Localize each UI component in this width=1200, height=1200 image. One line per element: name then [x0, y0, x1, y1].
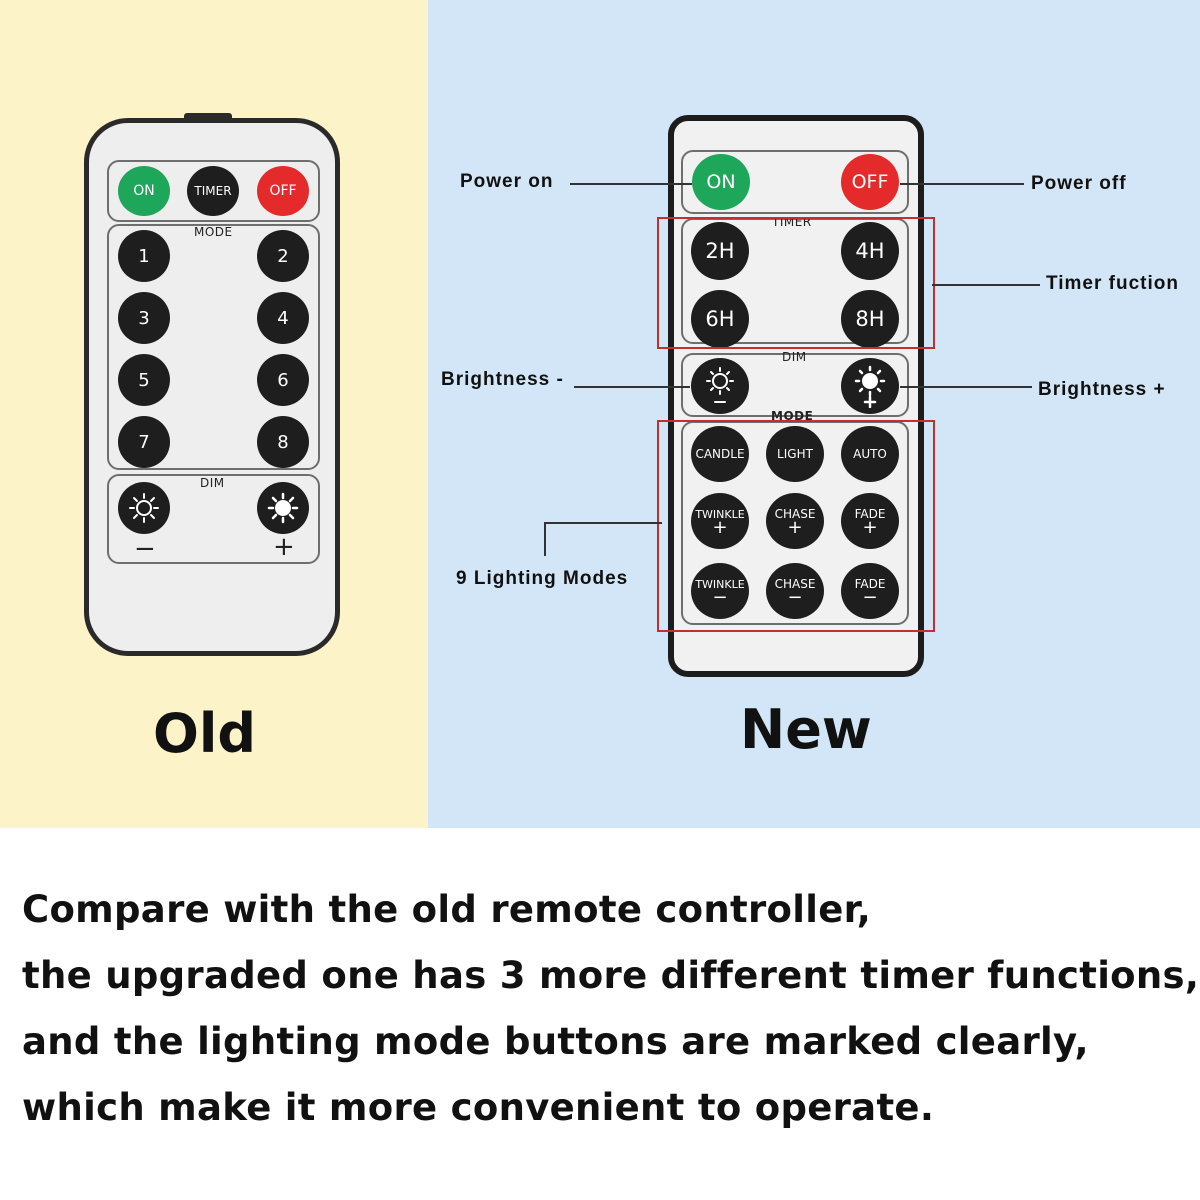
old-dim-plus-symbol: + — [273, 532, 295, 562]
mode-fade-plus-button[interactable]: FADE+ — [841, 493, 899, 549]
mode-chase-plus-button[interactable]: CHASE+ — [766, 493, 824, 549]
mode-button-text: TWINKLE — [695, 507, 745, 521]
mode-button-sub: + — [712, 516, 728, 538]
mode-chase-minus-button[interactable]: CHASE− — [766, 563, 824, 619]
mode-candle-button[interactable]: CANDLE — [691, 426, 749, 482]
old-mode-label: MODE — [194, 225, 233, 239]
mode-button-text: FADE — [854, 577, 886, 591]
new-mode-section — [681, 421, 909, 625]
sun-filled-icon — [854, 365, 886, 408]
callout-brightness-plus: Brightness + — [1038, 379, 1166, 400]
mode-button-sub: + — [862, 517, 878, 538]
new-on-button[interactable]: ON — [692, 154, 750, 210]
new-mode-label: MODE — [771, 409, 814, 423]
new-dim-plus-button[interactable] — [841, 358, 899, 414]
mode-light-button[interactable]: LIGHT — [766, 426, 824, 482]
old-mode-button-4[interactable]: 4 — [257, 292, 309, 344]
mode-button-text: TWINKLE — [695, 577, 745, 591]
new-power-section — [681, 150, 909, 214]
callout-power-off: Power off — [1031, 173, 1127, 194]
callout-timer-function: Timer fuction — [1046, 273, 1179, 294]
description-line-3: and the lighting mode buttons are marked… — [22, 1020, 1089, 1063]
callout-brightness-minus: Brightness - — [441, 369, 564, 390]
description-line-1: Compare with the old remote controller, — [22, 888, 872, 931]
mode-fade-minus-button[interactable]: FADE− — [841, 563, 899, 619]
modes-highlight-box — [657, 420, 935, 632]
old-dim-minus-button[interactable] — [118, 482, 170, 534]
sun-filled-icon — [267, 492, 299, 524]
timer-4h-button[interactable]: 4H — [841, 222, 899, 280]
old-power-section — [107, 160, 320, 222]
mode-button-sub: − — [712, 586, 728, 608]
old-mode-button-2[interactable]: 2 — [257, 230, 309, 282]
mode-button-text: FADE — [854, 507, 886, 521]
callout-lighting-modes: 9 Lighting Modes — [456, 568, 629, 589]
mode-button-text: CANDLE — [695, 447, 745, 461]
sun-outline-icon — [706, 367, 734, 403]
old-mode-button-5[interactable]: 5 — [118, 354, 170, 406]
old-dim-plus-button[interactable] — [257, 482, 309, 534]
callout-line-power-on — [570, 183, 692, 185]
callout-power-on: Power on — [460, 171, 554, 192]
remote-top-tab — [184, 113, 232, 121]
old-dim-label: DIM — [200, 476, 225, 490]
old-mode-button-3[interactable]: 3 — [118, 292, 170, 344]
mode-twinkle-plus-button[interactable]: TWINKLE+ — [691, 493, 749, 549]
new-timer-section — [681, 218, 909, 344]
mode-button-sub: − — [862, 587, 878, 608]
old-mode-button-6[interactable]: 6 — [257, 354, 309, 406]
sun-outline-icon — [129, 493, 159, 523]
old-off-button[interactable]: OFF — [257, 166, 309, 216]
old-on-button[interactable]: ON — [118, 166, 170, 216]
callout-line-brightness-plus — [900, 386, 1032, 388]
new-dim-label: DIM — [782, 350, 807, 364]
mode-button-text: CHASE — [774, 507, 816, 521]
old-dim-section — [107, 474, 320, 564]
old-mode-button-8[interactable]: 8 — [257, 416, 309, 468]
old-mode-button-1[interactable]: 1 — [118, 230, 170, 282]
timer-8h-button[interactable]: 8H — [841, 290, 899, 348]
old-dim-minus-symbol: − — [134, 534, 156, 564]
callout-line-modes — [544, 522, 662, 524]
callout-line-power-off — [900, 183, 1024, 185]
mode-auto-button[interactable]: AUTO — [841, 426, 899, 482]
old-mode-section — [107, 224, 320, 470]
mode-button-sub: + — [787, 517, 803, 538]
mode-button-text: CHASE — [774, 577, 816, 591]
old-mode-button-7[interactable]: 7 — [118, 416, 170, 468]
mode-twinkle-minus-button[interactable]: TWINKLE− — [691, 563, 749, 619]
description-line-4: which make it more convenient to operate… — [22, 1086, 935, 1129]
callout-line-brightness-minus — [574, 386, 690, 388]
timer-2h-button[interactable]: 2H — [691, 222, 749, 280]
new-off-button[interactable]: OFF — [841, 154, 899, 210]
new-dim-minus-button[interactable] — [691, 358, 749, 414]
old-caption: Old — [153, 702, 257, 765]
mode-button-text: LIGHT — [777, 447, 813, 461]
timer-6h-button[interactable]: 6H — [691, 290, 749, 348]
callout-line-timer — [932, 284, 1040, 286]
new-caption: New — [740, 698, 872, 761]
description-line-2: the upgraded one has 3 more different ti… — [22, 954, 1200, 997]
old-timer-button[interactable]: TIMER — [187, 166, 239, 216]
new-dim-section — [681, 353, 909, 417]
mode-button-text: AUTO — [853, 447, 887, 461]
mode-button-sub: − — [787, 587, 803, 608]
timer-highlight-box — [657, 217, 935, 349]
callout-vline-modes — [544, 522, 546, 556]
